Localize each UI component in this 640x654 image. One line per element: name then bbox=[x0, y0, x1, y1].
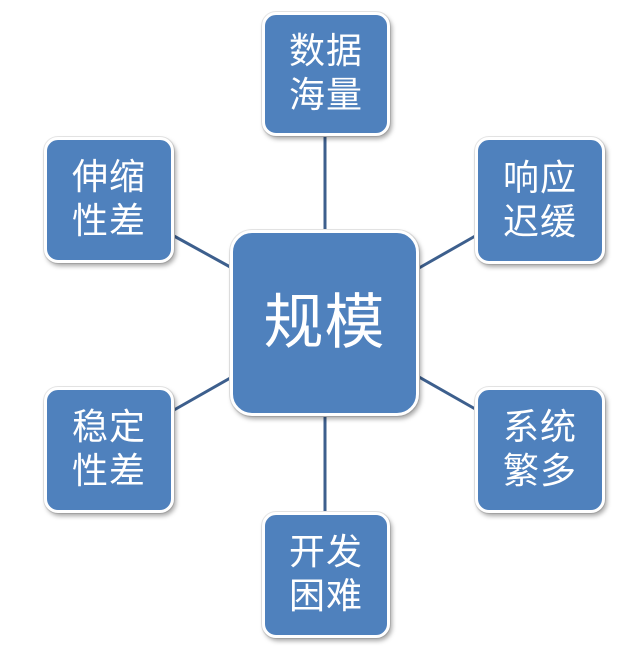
connector-bottom-right bbox=[417, 375, 479, 412]
connector-bottom-left bbox=[172, 375, 234, 412]
node-label-line-2: 繁多 bbox=[502, 451, 577, 492]
connector-top-right bbox=[417, 233, 479, 270]
node-slow-response: 响应 迟缓 bbox=[475, 137, 605, 264]
node-label-line-2: 性差 bbox=[71, 451, 146, 492]
node-label-line-2: 迟缓 bbox=[502, 201, 577, 243]
node-label-line-1: 数据 bbox=[288, 31, 363, 72]
node-poor-stability: 稳定 性差 bbox=[44, 387, 174, 513]
node-label-line-1: 伸缩 bbox=[71, 157, 146, 198]
node-label-line-1: 稳定 bbox=[71, 407, 146, 448]
node-label-line-2: 性差 bbox=[71, 201, 146, 242]
center-node-label: 规模 bbox=[263, 288, 386, 358]
node-label-line-1: 响应 bbox=[502, 157, 577, 199]
node-label-line-2: 海量 bbox=[288, 75, 363, 116]
node-massive-data: 数据 海量 bbox=[262, 12, 390, 136]
node-hard-development: 开发 困难 bbox=[262, 512, 390, 638]
connector-top-left bbox=[172, 234, 234, 270]
node-label-line-1: 系统 bbox=[502, 407, 577, 448]
node-many-systems: 系统 繁多 bbox=[475, 387, 605, 513]
node-label-line-2: 困难 bbox=[288, 576, 363, 617]
center-node-scale: 规模 bbox=[230, 230, 419, 416]
node-label-line-1: 开发 bbox=[288, 532, 363, 573]
node-poor-scalability: 伸缩 性差 bbox=[44, 137, 174, 263]
